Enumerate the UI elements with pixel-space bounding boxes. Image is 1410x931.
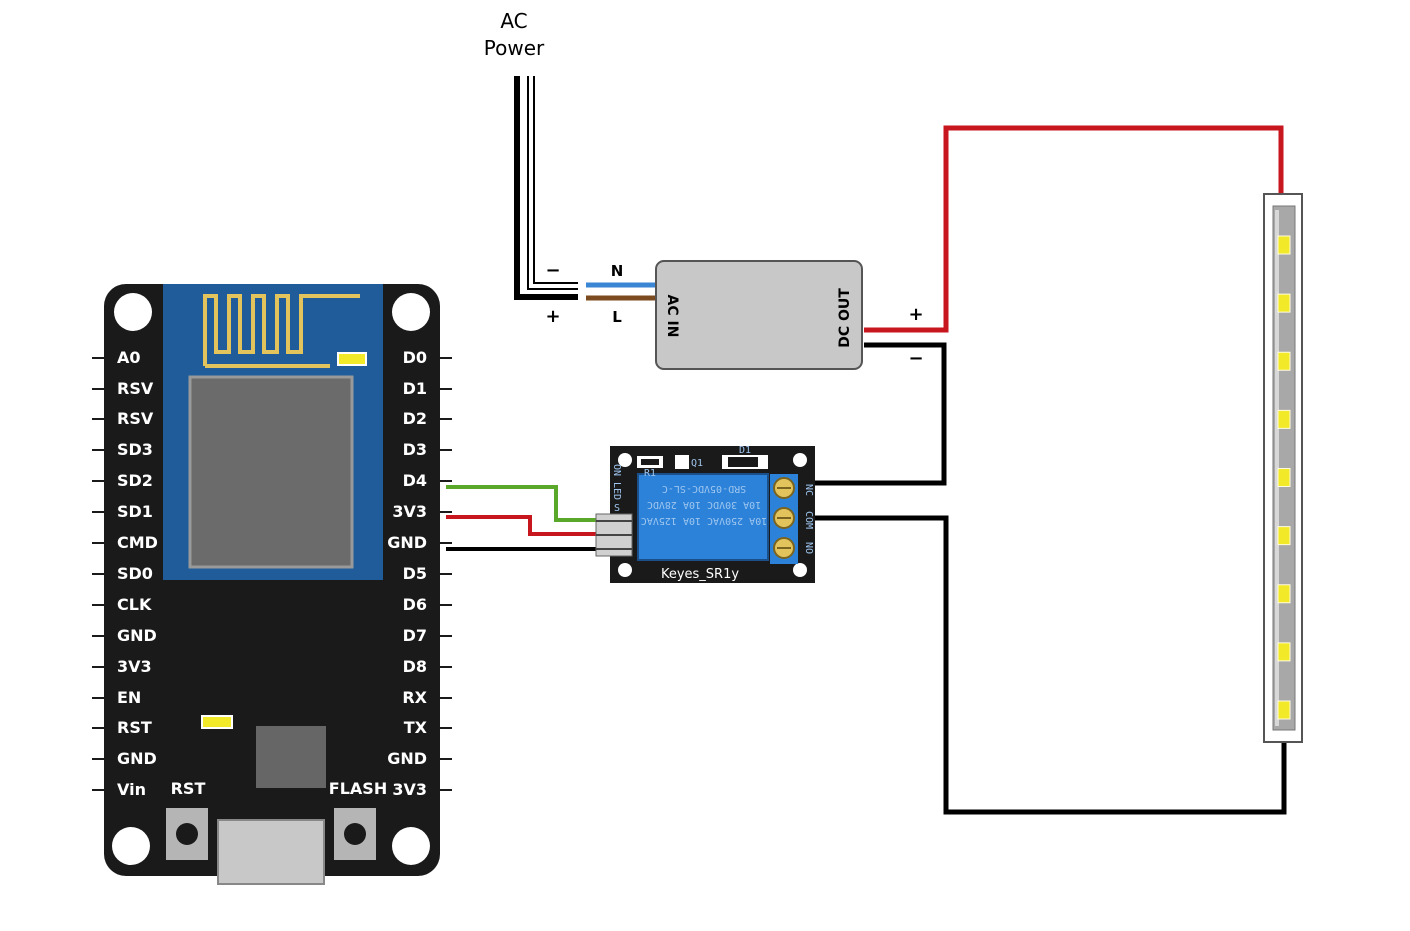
pin-label-right: GND <box>387 749 427 768</box>
mounting-hole <box>114 293 152 331</box>
relay-q1-label: Q1 <box>691 458 703 469</box>
mounting-hole <box>112 827 150 865</box>
dc-minus-mark: − <box>908 348 923 369</box>
pin-label-right: D0 <box>403 348 427 367</box>
d4-signal-wire <box>446 485 612 522</box>
relay-terminal-nc: NC <box>803 484 814 496</box>
pin-label-right: 3V3 <box>392 780 427 799</box>
rst-button[interactable] <box>166 808 208 860</box>
pin-label-left: RST <box>117 718 152 737</box>
relay-d1-label: D1 <box>739 445 751 456</box>
flash-button[interactable] <box>334 808 376 860</box>
pin-label-right: RX <box>402 688 427 707</box>
ac-minus-mark: − <box>545 260 560 281</box>
ac-power-label-line1: AC <box>500 9 527 33</box>
strip-led <box>1277 700 1291 720</box>
pin-label-right: TX <box>404 718 428 737</box>
dc-plus-mark: + <box>908 304 923 325</box>
strip-led <box>1277 293 1291 313</box>
terminal-screw-com <box>773 507 795 529</box>
live-mark: L <box>612 308 622 326</box>
pin-label-left: 3V3 <box>117 657 152 676</box>
relay-model-text: SRD-05VDC-SL-C <box>662 483 746 494</box>
pin-label-right: 3V3 <box>392 502 427 521</box>
relay-module: SRD-05VDC-SL-C 10A 30VDC 10A 28VDC 10A 2… <box>595 445 815 583</box>
antenna-trace <box>203 294 360 366</box>
pin-label-right: D5 <box>403 564 427 583</box>
pin-label-left: GND <box>117 626 157 645</box>
pin-label-right: D1 <box>403 379 427 398</box>
mounting-hole <box>392 827 430 865</box>
strip-led <box>1277 526 1291 546</box>
relay-led-label: ON LED <box>611 464 622 500</box>
pin-label-left: CMD <box>117 533 158 552</box>
pin-label-left: RSV <box>117 409 154 428</box>
neutral-mark: N <box>611 262 624 280</box>
pin-label-right: GND <box>387 533 427 552</box>
strip-led <box>1277 351 1291 371</box>
pin-label-left: EN <box>117 688 141 707</box>
relay-terminal-com: COM <box>803 511 814 529</box>
led-strip <box>1263 193 1303 743</box>
relay-rating-1: 10A 30VDC 10A 28VDC <box>647 499 761 510</box>
pin-label-right: D6 <box>403 595 427 614</box>
strip-led <box>1277 642 1291 662</box>
relay-name-label: Keyes_SR1y <box>661 567 739 582</box>
rf-shield <box>188 375 354 569</box>
ac-plus-mark: + <box>545 306 560 327</box>
flash-button-label: FLASH <box>329 779 387 798</box>
rst-button-label: RST <box>171 779 206 798</box>
pin-label-right: D2 <box>403 409 427 428</box>
relay-terminal-no: NO <box>803 542 814 554</box>
pin-label-right: D7 <box>403 626 427 645</box>
psu-dc-out-label: DC OUT <box>837 288 853 348</box>
usb-chip <box>256 726 326 788</box>
relay-com-to-strip-wire <box>794 515 1287 815</box>
strip-led <box>1277 584 1291 604</box>
terminal-screw-nc <box>773 477 795 499</box>
pin-label-right: D8 <box>403 657 427 676</box>
power-supply-module <box>655 260 863 370</box>
pin-label-left: A0 <box>117 348 141 367</box>
psu-ac-in-label: AC IN <box>664 295 680 338</box>
relay-pin-s: S <box>614 503 620 514</box>
pin-label-left: GND <box>117 749 157 768</box>
pin-label-left: SD2 <box>117 471 153 490</box>
relay-r1-label: R1 <box>644 468 656 479</box>
strip-led <box>1277 409 1291 429</box>
module-led <box>337 352 367 366</box>
ac-power-cable <box>514 76 578 300</box>
board-led <box>201 715 233 729</box>
pin-label-left: RSV <box>117 379 154 398</box>
mounting-hole <box>392 293 430 331</box>
terminal-screw-no <box>773 537 795 559</box>
pin-label-left: Vin <box>117 780 146 799</box>
dc-positive-wire <box>864 125 1284 333</box>
pin-label-left: SD3 <box>117 440 153 459</box>
strip-led <box>1277 235 1291 255</box>
pin-label-right: D4 <box>403 471 427 490</box>
pin-label-right: D3 <box>403 440 427 459</box>
pin-label-left: CLK <box>117 595 152 614</box>
relay-rating-2: 10A 250VAC 10A 125VAC <box>641 515 767 526</box>
relay-body <box>637 473 769 561</box>
pin-label-left: SD1 <box>117 502 153 521</box>
3v3-power-wire <box>446 515 612 536</box>
ac-power-label-line2: Power <box>484 36 545 60</box>
dc-negative-wire <box>794 342 947 486</box>
strip-led <box>1277 468 1291 487</box>
usb-connector <box>217 819 325 885</box>
pin-label-left: SD0 <box>117 564 153 583</box>
